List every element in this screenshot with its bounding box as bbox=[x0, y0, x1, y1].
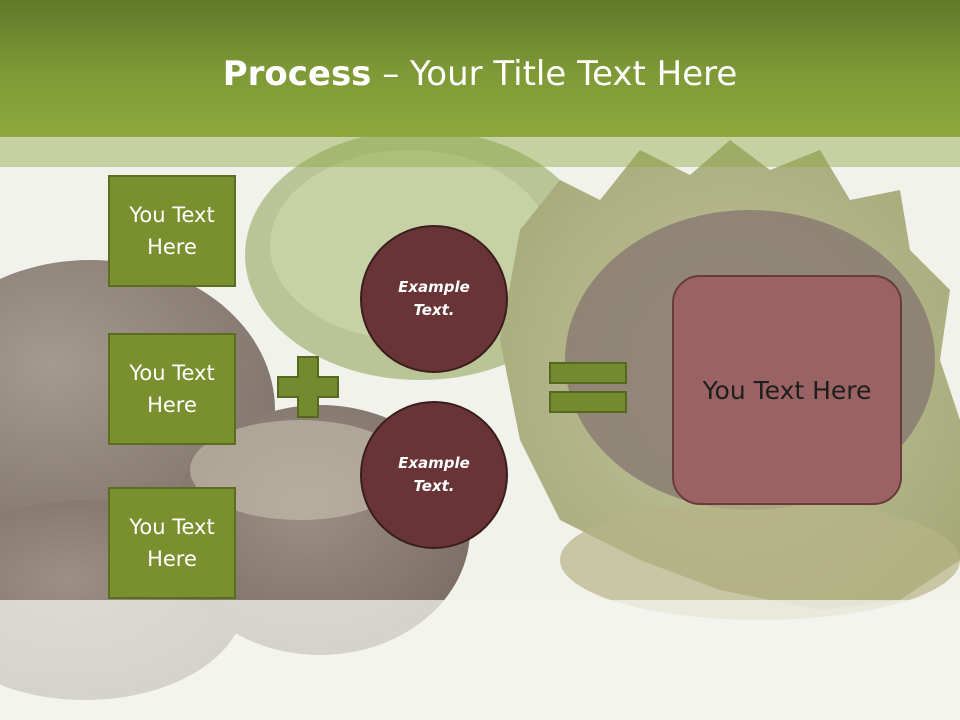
left-text-box-label: You Text Here bbox=[129, 361, 215, 417]
left-text-box-2[interactable]: You Text Here bbox=[108, 333, 236, 445]
left-text-box-label: You Text Here bbox=[129, 203, 215, 259]
title-band bbox=[0, 137, 960, 167]
example-circle-1[interactable]: Example Text. bbox=[360, 225, 508, 373]
left-text-box-3[interactable]: You Text Here bbox=[108, 487, 236, 599]
example-circle-label: Example Text. bbox=[398, 278, 470, 319]
slide-title-rest: – Your Title Text Here bbox=[371, 54, 738, 94]
plus-icon bbox=[277, 356, 339, 418]
slide-title-bold: Process bbox=[222, 54, 372, 94]
slide-title: Process – Your Title Text Here bbox=[0, 52, 960, 96]
equals-bar-bottom bbox=[549, 391, 627, 413]
example-circle-label: Example Text. bbox=[398, 454, 470, 495]
equals-bar-top bbox=[549, 362, 627, 384]
left-text-box-1[interactable]: You Text Here bbox=[108, 175, 236, 287]
left-text-box-label: You Text Here bbox=[129, 515, 215, 571]
title-bar bbox=[0, 0, 960, 137]
result-box[interactable]: You Text Here bbox=[672, 275, 902, 505]
result-box-label: You Text Here bbox=[702, 375, 872, 405]
example-circle-2[interactable]: Example Text. bbox=[360, 401, 508, 549]
